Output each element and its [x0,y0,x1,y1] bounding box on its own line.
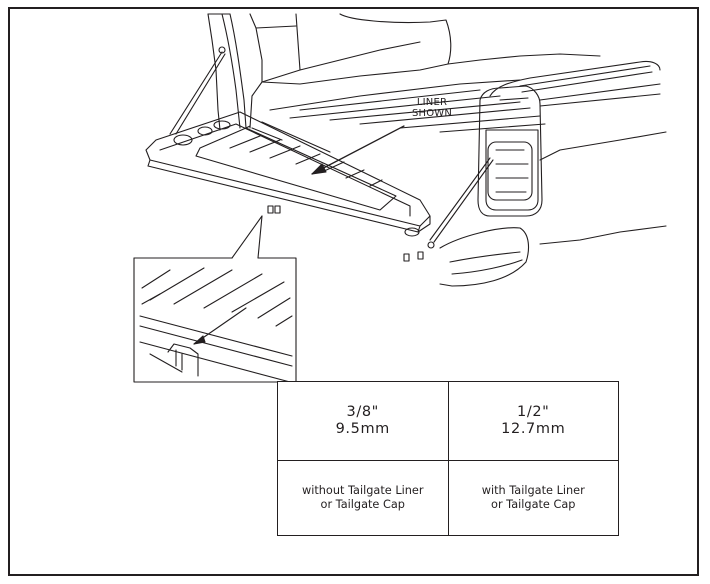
measure-inch-with: 1/2" [517,404,550,420]
condition-cell-without-liner: without Tailgate Liner or Tailgate Cap [277,460,449,536]
liner-shown-line2: SHOWN [411,108,453,119]
diagram-frame [8,7,699,576]
rear-bumper [439,227,530,287]
measurement-cell-without-liner: 3/8" 9.5mm [277,381,449,461]
measure-mm-with: 12.7mm [501,421,566,437]
condition-with-line2: or Tailgate Cap [491,498,576,511]
liner-callout-arrow [311,125,405,175]
bed-floor [249,79,546,133]
tail-light-pillar [477,85,543,217]
left-bedside [207,13,251,131]
measure-mm-without: 9.5mm [335,421,390,437]
condition-without-line2: or Tailgate Cap [320,498,405,511]
cab-back [249,13,601,85]
spec-table: 3/8" 9.5mm 1/2" 12.7mm without Tailgate … [277,381,619,536]
detail-view [133,215,297,383]
liner-shown-line1: LINER [416,97,448,108]
measurement-cell-with-liner: 1/2" 12.7mm [447,381,619,461]
condition-without-line1: without Tailgate Liner [301,484,424,497]
condition-with-line1: with Tailgate Liner [481,484,585,497]
liner-shown-label: LINER SHOWN [402,97,462,119]
measure-inch-without: 3/8" [346,404,379,420]
right-bed-rail [489,60,667,245]
condition-cell-with-liner: with Tailgate Liner or Tailgate Cap [447,460,619,536]
tailgate-cables [169,46,494,249]
